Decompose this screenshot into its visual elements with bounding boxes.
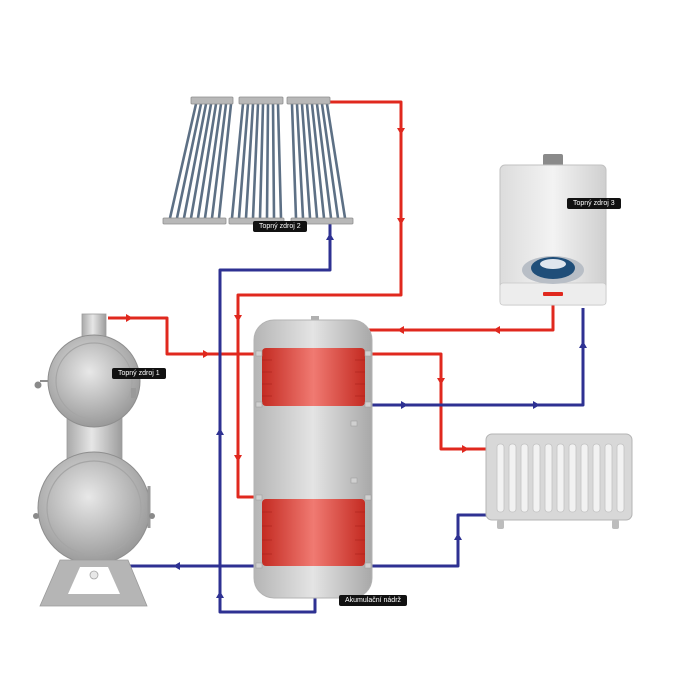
arrow-icon	[173, 562, 180, 570]
cold-pipes	[126, 218, 585, 614]
arrow-icon	[203, 350, 210, 358]
arrow-icon	[493, 326, 500, 334]
arrow-icon	[126, 314, 133, 322]
solar-panel	[230, 102, 283, 220]
arrow-icon	[397, 218, 405, 225]
arrow-icon	[462, 445, 469, 453]
arrow-icon	[454, 533, 462, 540]
solar-collector-icon	[162, 96, 354, 225]
radiator-icon	[485, 433, 633, 529]
flow-arrows-cold	[173, 233, 587, 598]
arrow-icon	[437, 378, 445, 385]
arrow-icon	[401, 401, 408, 409]
arrow-icon	[326, 233, 334, 240]
hot-pipe-radiator-supply	[365, 352, 490, 451]
cold-pipe-gas-return	[365, 308, 585, 407]
arrow-icon	[216, 428, 224, 435]
arrow-icon	[234, 455, 242, 462]
label-storage-tank: Akumulační nádrž	[339, 595, 408, 606]
gas-boiler-icon	[499, 154, 607, 306]
upper-heat-exchanger-coil	[262, 348, 365, 406]
arrow-icon	[533, 401, 540, 409]
arrow-icon	[216, 591, 224, 598]
hot-pipe-boiler1-out	[108, 316, 262, 356]
label-heat-source-2: Topný zdroj 2	[253, 221, 307, 232]
hot-pipe-solar-out	[236, 100, 403, 499]
arrow-icon	[397, 326, 404, 334]
solid-fuel-boiler-icon	[33, 313, 155, 607]
flow-arrows-hot	[126, 128, 500, 462]
solar-panel	[168, 102, 233, 220]
arrow-icon	[397, 128, 405, 135]
lower-heat-exchanger-coil	[262, 499, 365, 566]
solar-panel	[290, 102, 347, 220]
cold-pipe-solar-return	[218, 218, 332, 614]
cold-pipe-radiator-return	[365, 513, 490, 568]
arrow-icon	[579, 341, 587, 348]
arrow-icon	[234, 315, 242, 322]
label-heat-source-3: Topný zdroj 3	[567, 198, 621, 209]
label-heat-source-1: Topný zdroj 1	[112, 368, 166, 379]
storage-tank-icon	[253, 316, 373, 599]
